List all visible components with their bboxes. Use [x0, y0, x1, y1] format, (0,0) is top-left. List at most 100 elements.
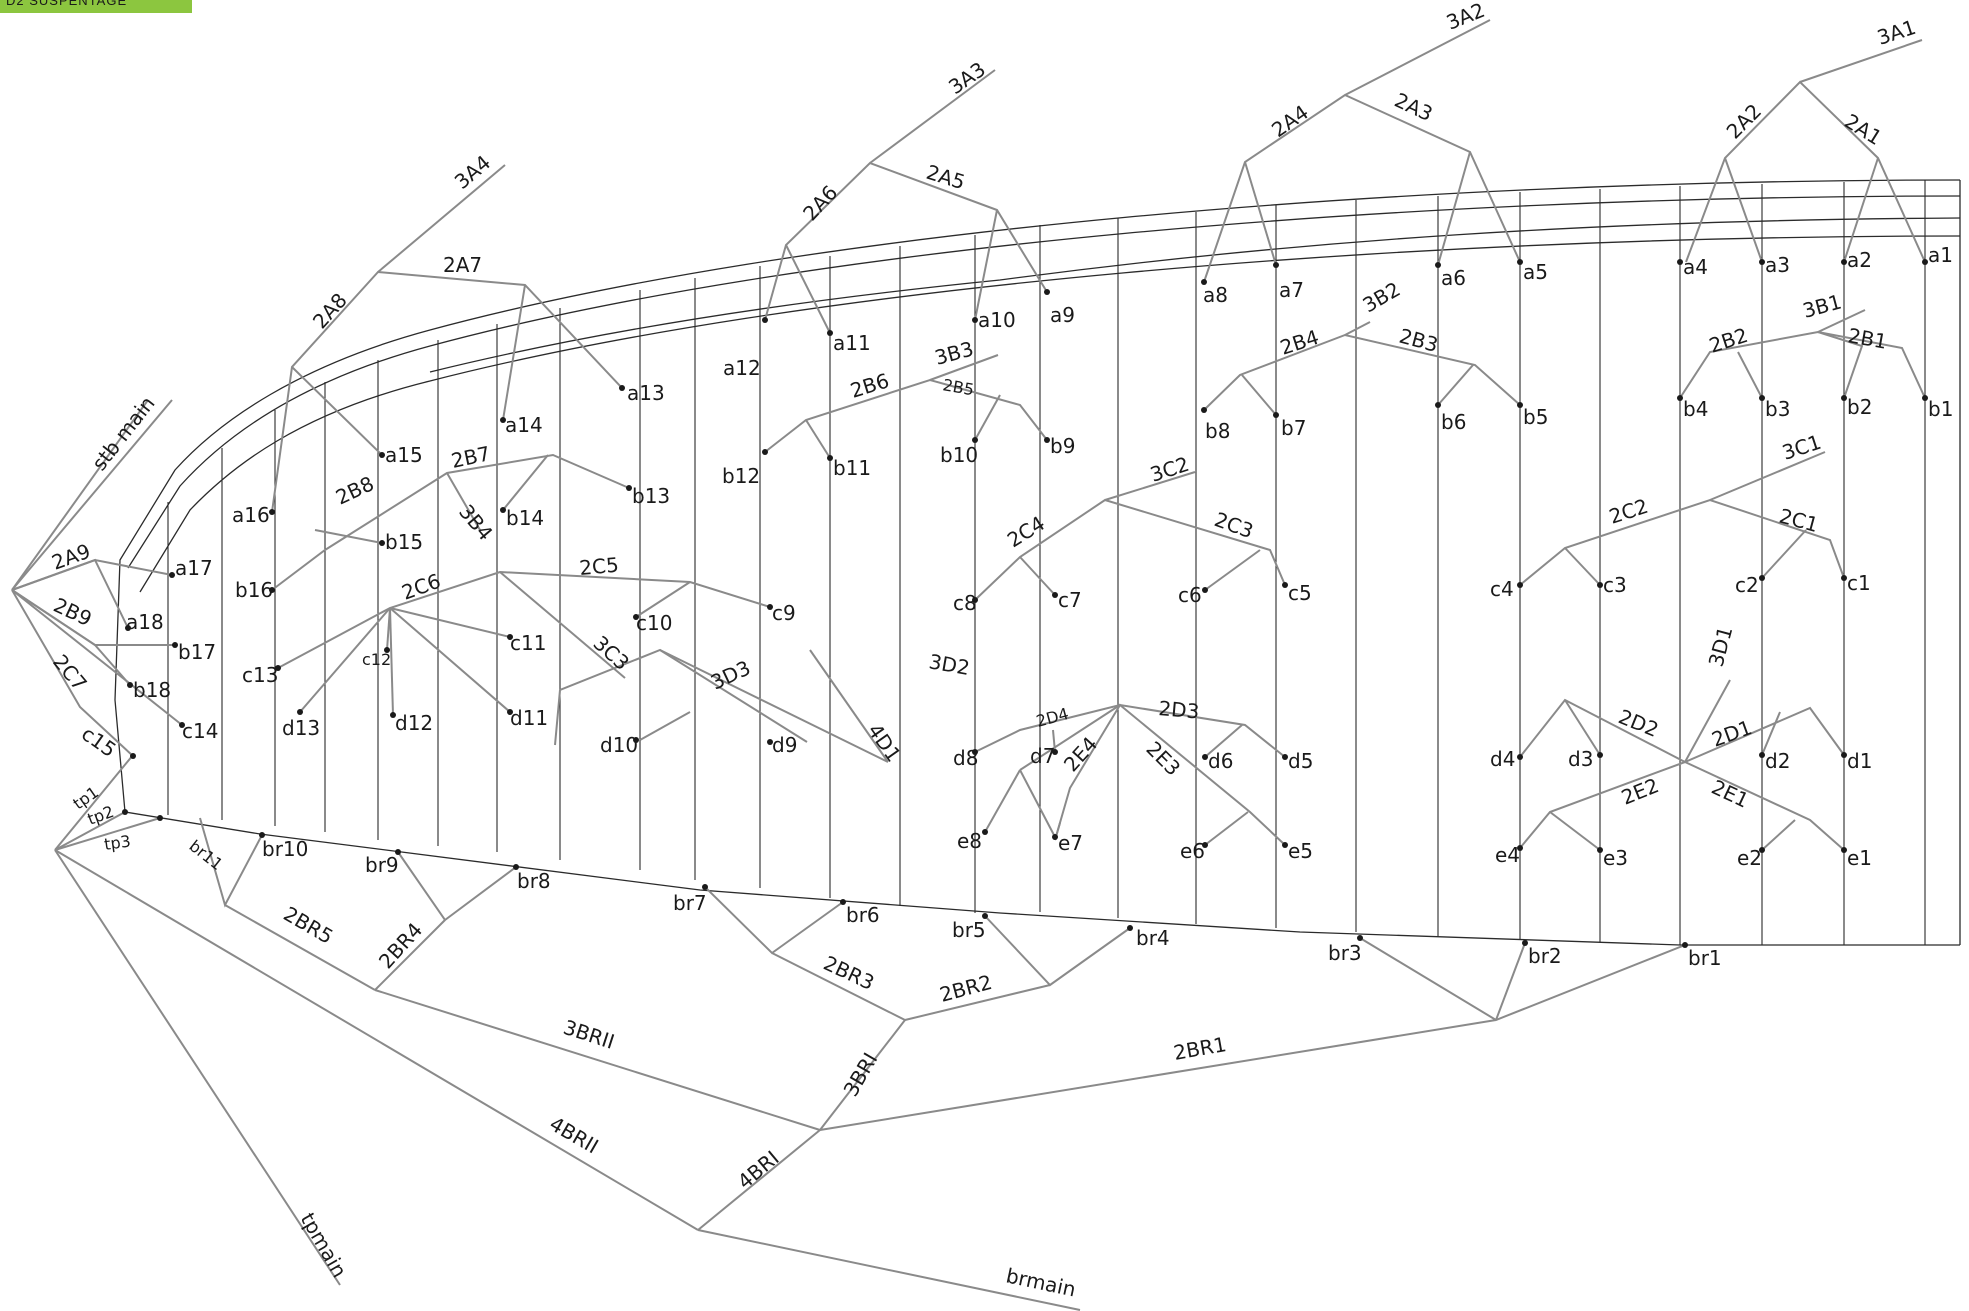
- label-c5: c5: [1288, 581, 1312, 605]
- label-tp3: tp3: [103, 831, 132, 854]
- label-a6: a6: [1441, 266, 1466, 290]
- label-2C2: 2C2: [1606, 494, 1651, 529]
- label-2A3: 2A3: [1391, 88, 1437, 126]
- label-3C1: 3C1: [1779, 430, 1824, 465]
- label-b3: b3: [1765, 397, 1790, 421]
- label-2D3: 2D3: [1158, 696, 1201, 723]
- label-c2: c2: [1735, 573, 1759, 597]
- label-2BR1: 2BR1: [1172, 1032, 1228, 1065]
- label-b8: b8: [1205, 419, 1230, 443]
- label-2B4: 2B4: [1277, 325, 1322, 360]
- cascade-lines: [11, 19, 1926, 1311]
- label-br8: br8: [517, 869, 551, 893]
- label-c15: c15: [77, 721, 121, 762]
- label-d6: d6: [1208, 749, 1233, 773]
- label-br4: br4: [1136, 926, 1170, 950]
- label-3C2: 3C2: [1147, 452, 1192, 487]
- label-2A5: 2A5: [924, 160, 968, 194]
- label-2B1: 2B1: [1846, 323, 1889, 353]
- label-d9: d9: [772, 733, 797, 757]
- label-d12: d12: [395, 711, 433, 735]
- label-d10: d10: [600, 733, 638, 757]
- label-2C6: 2C6: [399, 569, 444, 605]
- label-2A8: 2A8: [308, 288, 352, 333]
- label-a9: a9: [1050, 303, 1075, 327]
- label-d2: d2: [1765, 749, 1790, 773]
- label-c4: c4: [1490, 577, 1514, 601]
- canopy-frame: [114, 179, 1961, 946]
- label-a15: a15: [385, 443, 423, 467]
- label-b10: b10: [940, 443, 978, 467]
- label-br1: br1: [1688, 946, 1722, 970]
- label-2C5: 2C5: [578, 553, 619, 580]
- label-a3: a3: [1765, 253, 1790, 277]
- label-2A9: 2A9: [49, 539, 94, 575]
- label-br11: br11: [186, 836, 227, 874]
- label-2B8: 2B8: [332, 471, 378, 509]
- label-a8: a8: [1203, 283, 1228, 307]
- label-e4: e4: [1495, 843, 1520, 867]
- label-b17: b17: [178, 640, 216, 664]
- label-2B6: 2B6: [847, 368, 891, 402]
- label-a14: a14: [505, 413, 543, 437]
- label-c6: c6: [1178, 583, 1202, 607]
- label-b14: b14: [506, 506, 544, 530]
- label-br10: br10: [262, 837, 308, 861]
- label-br7: br7: [673, 891, 707, 915]
- label-2A4: 2A4: [1267, 100, 1313, 142]
- label-d11: d11: [510, 706, 548, 730]
- label-2B7: 2B7: [449, 441, 492, 473]
- label-a7: a7: [1279, 278, 1304, 302]
- label-c12: c12: [362, 650, 391, 669]
- label-3D1: 3D1: [1704, 624, 1738, 670]
- label-b16: b16: [235, 578, 273, 602]
- label-d13: d13: [282, 716, 320, 740]
- label-c13: c13: [242, 663, 278, 687]
- label-b18: b18: [133, 678, 171, 702]
- label-2B3: 2B3: [1397, 324, 1441, 357]
- label-a11: a11: [833, 331, 871, 355]
- label-2E1: 2E1: [1708, 775, 1753, 813]
- label-2D1: 2D1: [1709, 715, 1756, 752]
- label-2C7: 2C7: [48, 650, 92, 696]
- label-c11: c11: [510, 631, 546, 655]
- section-tag: D2 SUSPENTAGE: [0, 0, 192, 13]
- label-b1: b1: [1928, 397, 1953, 421]
- attachment-points: [122, 259, 1928, 948]
- label-b7: b7: [1281, 416, 1306, 440]
- label-2A6: 2A6: [798, 180, 842, 225]
- label-2B2: 2B2: [1706, 323, 1751, 358]
- label-b6: b6: [1441, 410, 1466, 434]
- label-d8: d8: [953, 746, 978, 770]
- label-2B5: 2B5: [941, 375, 975, 399]
- label-2BR3: 2BR3: [820, 951, 878, 995]
- label-a1: a1: [1928, 243, 1953, 267]
- label-b12: b12: [722, 464, 760, 488]
- label-b15: b15: [385, 530, 423, 554]
- label-3A2: 3A2: [1443, 0, 1488, 35]
- label-c7: c7: [1058, 588, 1082, 612]
- label-c1: c1: [1847, 571, 1871, 595]
- label-b4: b4: [1683, 397, 1708, 421]
- label-a4: a4: [1683, 255, 1708, 279]
- label-b11: b11: [833, 456, 871, 480]
- label-a13: a13: [627, 381, 665, 405]
- label-2E3: 2E3: [1141, 737, 1185, 781]
- label-br9: br9: [365, 853, 399, 877]
- label-2C4: 2C4: [1003, 511, 1049, 552]
- label-b13: b13: [632, 484, 670, 508]
- label-e7: e7: [1058, 831, 1083, 855]
- label-a17: a17: [175, 556, 213, 580]
- label-br6: br6: [846, 903, 880, 927]
- label-2E2: 2E2: [1618, 773, 1662, 810]
- label-c14: c14: [182, 719, 218, 743]
- label-b5: b5: [1523, 405, 1548, 429]
- label-2C3: 2C3: [1211, 507, 1256, 543]
- label-a2: a2: [1847, 248, 1872, 272]
- label-d7: d7: [1030, 744, 1055, 768]
- label-3A1: 3A1: [1874, 15, 1919, 50]
- label-br5: br5: [952, 918, 986, 942]
- label-4BRI: 4BRI: [733, 1146, 784, 1194]
- label-b2: b2: [1847, 395, 1872, 419]
